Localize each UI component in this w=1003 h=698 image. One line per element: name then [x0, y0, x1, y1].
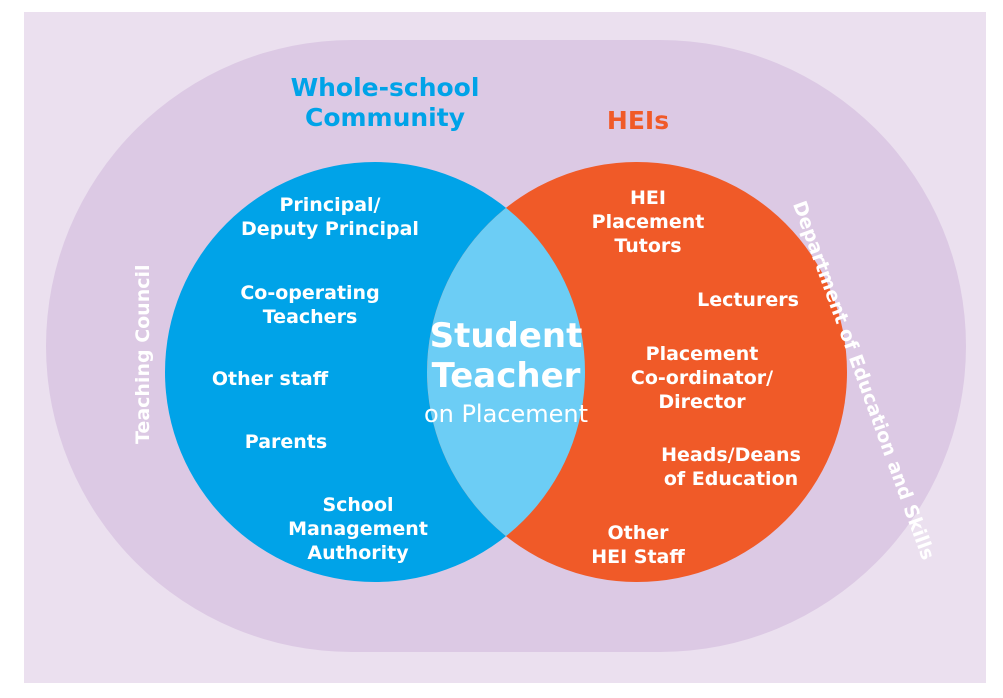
hei-item: HEI Placement Tutors: [591, 187, 705, 257]
hei-item: Placement Co-ordinator/ Director: [630, 343, 774, 413]
on-placement-subtitle: on Placement: [423, 400, 589, 428]
overlap-region: [427, 162, 585, 582]
whole-school-item: Parents: [244, 431, 328, 453]
teaching-council-label: Teaching Council: [132, 264, 154, 444]
whole-school-item: School Management Authority: [288, 494, 428, 564]
whole-school-item: Co-operating Teachers: [240, 282, 380, 328]
hei-item: Lecturers: [697, 289, 799, 311]
hei-item: Other HEI Staff: [591, 522, 685, 568]
whole-school-item: Principal/ Deputy Principal: [241, 194, 419, 240]
hei-item: Heads/Deans of Education: [661, 444, 801, 490]
whole-school-heading: Whole-school Community: [290, 73, 480, 132]
student-teacher-title: Student Teacher: [429, 316, 583, 396]
hei-heading: HEIs: [606, 106, 670, 135]
whole-school-item: Other staff: [211, 368, 329, 390]
